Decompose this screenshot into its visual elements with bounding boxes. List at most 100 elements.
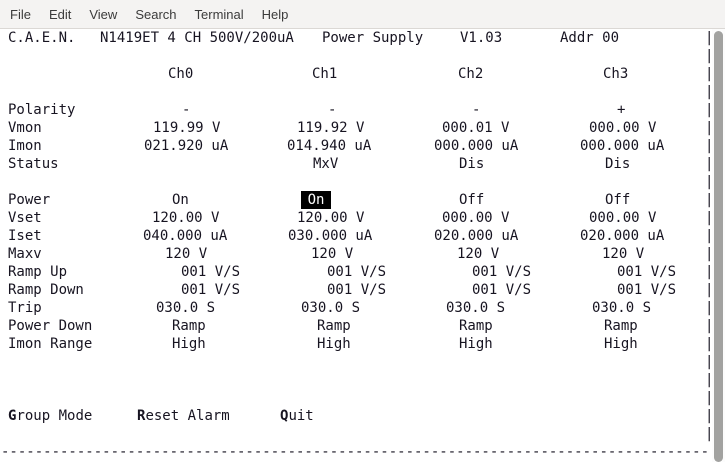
cell-imon-range-ch0: High — [172, 336, 206, 352]
menu-search[interactable]: Search — [135, 6, 177, 22]
channel-header-ch2: Ch2 — [458, 66, 484, 82]
cell-trip-ch0: 030.0 S — [156, 300, 216, 316]
table-row-ramp-up: Ramp Up 001 V/S 001 V/S 001 V/S 001 V/S — [0, 263, 725, 281]
version-text: V1.03 — [460, 30, 503, 46]
cell-vmon-ch2: 000.01 V — [442, 120, 510, 136]
cell-trip-ch1: 030.0 S — [301, 300, 361, 316]
cell-vset-ch1: 120.00 V — [297, 210, 365, 226]
cell-vset-ch0: 120.00 V — [152, 210, 220, 226]
title-line: C.A.E.N. N1419ET 4 CH 500V/200uA Power S… — [0, 29, 725, 47]
cell-power-ch2: Off — [459, 192, 485, 208]
cell-ramp-up-ch3: 001 V/S — [617, 264, 677, 280]
row-label-imon-range: Imon Range — [8, 336, 93, 352]
cell-ramp-down-ch2: 001 V/S — [472, 282, 532, 298]
row-label-ramp-down: Ramp Down — [8, 282, 84, 298]
command-quit[interactable]: Quit — [280, 407, 314, 425]
table-row-vmon: Vmon 119.99 V 119.92 V 000.01 V 000.00 V — [0, 119, 725, 137]
cell-ramp-up-ch1: 001 V/S — [327, 264, 387, 280]
hotkey-q: Q — [280, 408, 289, 424]
cell-polarity-ch3: + — [617, 102, 626, 118]
command-menu-row: Group Mode Reset Alarm Quit — [0, 407, 725, 425]
cell-power-down-ch1: Ramp — [317, 318, 351, 334]
cell-imon-ch3: 000.000 uA — [580, 138, 665, 154]
table-row-vset: Vset 120.00 V 120.00 V 000.00 V 000.00 V — [0, 209, 725, 227]
product-text: Power Supply — [322, 30, 424, 46]
cell-status-ch3: Dis — [605, 156, 631, 172]
cell-imon-range-ch1: High — [317, 336, 351, 352]
cell-imon-range-ch3: High — [604, 336, 638, 352]
cell-power-ch1-selected[interactable]: On — [301, 191, 331, 209]
cell-polarity-ch2: - — [472, 102, 481, 118]
scrollbar-track[interactable] — [712, 29, 725, 462]
cell-maxv-ch0: 120 V — [165, 246, 208, 262]
command-quit-label: uit — [288, 408, 314, 424]
row-label-maxv: Maxv — [8, 246, 42, 262]
command-reset-alarm[interactable]: Reset Alarm — [137, 407, 230, 425]
row-label-vset: Vset — [8, 210, 42, 226]
cell-imon-ch2: 000.000 uA — [434, 138, 519, 154]
cell-imon-range-ch2: High — [459, 336, 493, 352]
menu-edit[interactable]: Edit — [48, 6, 72, 22]
cell-status-ch1: MxV — [313, 156, 339, 172]
cell-ramp-down-ch3: 001 V/S — [617, 282, 677, 298]
row-label-trip: Trip — [8, 300, 42, 316]
table-row-trip: Trip 030.0 S 030.0 S 030.0 S 030.0 S — [0, 299, 725, 317]
cell-maxv-ch3: 120 V — [602, 246, 645, 262]
cell-iset-ch0: 040.000 uA — [143, 228, 228, 244]
cell-vset-ch2: 000.00 V — [442, 210, 510, 226]
cell-trip-ch2: 030.0 S — [446, 300, 506, 316]
cell-status-ch2: Dis — [459, 156, 485, 172]
cell-ramp-down-ch0: 001 V/S — [181, 282, 241, 298]
cell-maxv-ch2: 120 V — [457, 246, 500, 262]
cell-maxv-ch1: 120 V — [311, 246, 354, 262]
menu-terminal[interactable]: Terminal — [194, 6, 244, 22]
row-label-vmon: Vmon — [8, 120, 42, 136]
hotkey-r: R — [137, 408, 146, 424]
terminal-screen[interactable]: C.A.E.N. N1419ET 4 CH 500V/200uA Power S… — [0, 29, 725, 462]
model-text: N1419ET 4 CH 500V/200uA — [100, 30, 294, 46]
table-row-imon: Imon 021.920 uA 014.940 uA 000.000 uA 00… — [0, 137, 725, 155]
cell-vset-ch3: 000.00 V — [589, 210, 657, 226]
cell-imon-ch0: 021.920 uA — [144, 138, 229, 154]
cell-ramp-down-ch1: 001 V/S — [327, 282, 387, 298]
cell-power-ch0: On — [172, 192, 189, 208]
address-text: Addr 00 — [560, 30, 620, 46]
cell-vmon-ch0: 119.99 V — [153, 120, 221, 136]
hotkey-g: G — [8, 408, 17, 424]
cell-power-down-ch0: Ramp — [172, 318, 206, 334]
row-label-polarity: Polarity — [8, 102, 76, 118]
scrollbar-thumb[interactable] — [714, 31, 723, 462]
cell-power-ch3: Off — [605, 192, 631, 208]
cell-vmon-ch3: 000.00 V — [589, 120, 657, 136]
command-group-mode[interactable]: Group Mode — [8, 407, 92, 425]
channel-header-row: Ch0 Ch1 Ch2 Ch3 — [0, 65, 725, 83]
cell-trip-ch3: 030.0 S — [592, 300, 652, 316]
table-row-maxv: Maxv 120 V 120 V 120 V 120 V — [0, 245, 725, 263]
row-label-status: Status — [8, 156, 59, 172]
table-row-status: Status MxV Dis Dis — [0, 155, 725, 173]
cell-ramp-up-ch0: 001 V/S — [181, 264, 241, 280]
cell-iset-ch2: 020.000 uA — [434, 228, 519, 244]
menu-file[interactable]: File — [10, 6, 31, 22]
table-row-ramp-down: Ramp Down 001 V/S 001 V/S 001 V/S 001 V/… — [0, 281, 725, 299]
dashed-rule: ----------------------------------------… — [1, 444, 710, 460]
row-label-power: Power — [8, 192, 51, 208]
bottom-dashed-line: ----------------------------------------… — [0, 443, 725, 461]
table-row-power: Power On On Off Off — [0, 191, 725, 209]
table-row-polarity: Polarity - - - + — [0, 101, 725, 119]
channel-header-ch3: Ch3 — [603, 66, 629, 82]
cell-power-down-ch2: Ramp — [459, 318, 493, 334]
right-border-pipes: | | | | | | | | | | | | | | | | | | | | … — [705, 30, 714, 442]
menu-help[interactable]: Help — [261, 6, 289, 22]
cell-ramp-up-ch2: 001 V/S — [472, 264, 532, 280]
channel-header-ch1: Ch1 — [312, 66, 338, 82]
menu-bar: File Edit View Search Terminal Help — [0, 0, 725, 29]
cell-iset-ch1: 030.000 uA — [288, 228, 373, 244]
cell-vmon-ch1: 119.92 V — [297, 120, 365, 136]
command-reset-alarm-label: eset Alarm — [145, 408, 230, 424]
cell-iset-ch3: 020.000 uA — [580, 228, 665, 244]
menu-view[interactable]: View — [89, 6, 118, 22]
cell-polarity-ch1: - — [328, 102, 337, 118]
brand-text: C.A.E.N. — [8, 30, 76, 46]
